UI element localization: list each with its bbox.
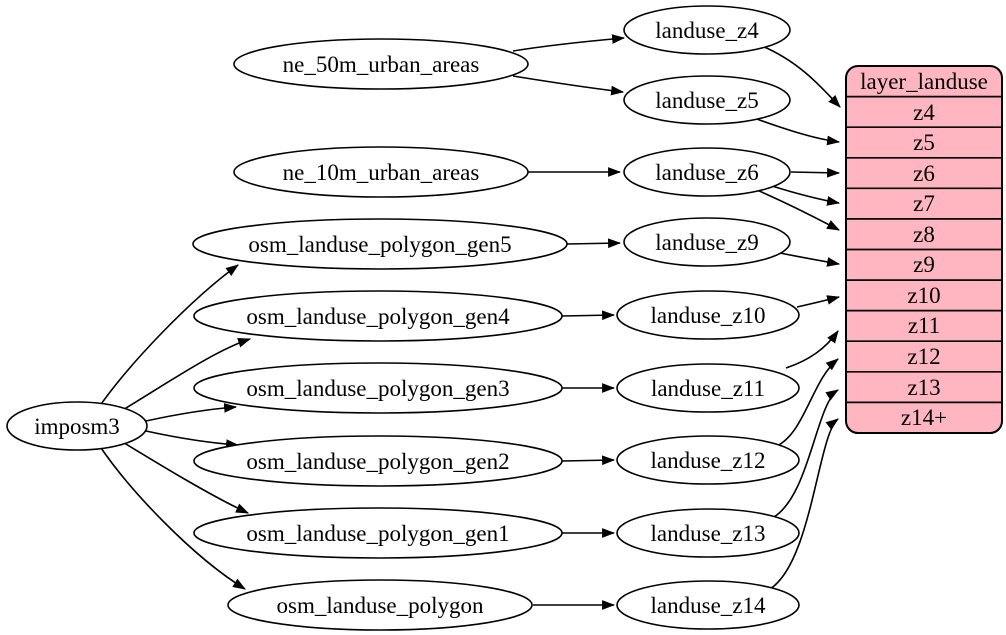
- node-osm_landuse_polygon_gen4-shape: [193, 290, 563, 342]
- table-title: layer_landuse: [860, 69, 988, 94]
- edge-landuse_z5-to-row-z5: [753, 117, 841, 146]
- table-row-z12: z12: [907, 344, 940, 369]
- edge-landuse_z10-to-row-z10: [796, 295, 841, 308]
- node-osm_landuse_polygon_gen1: osm_landuse_polygon_gen1: [193, 507, 563, 559]
- node-ne_10m_urban_areas: ne_10m_urban_areas: [233, 146, 529, 198]
- node-ne_50m_urban_areas: ne_50m_urban_areas: [233, 38, 529, 90]
- edge-landuse_z6-to-row-z7: [771, 185, 841, 206]
- node-landuse_z11-label: landuse_z11: [651, 376, 765, 401]
- node-landuse_z6-label: landuse_z6: [655, 160, 758, 185]
- node-landuse_z13-shape: [616, 508, 800, 558]
- edge-landuse_z12-to-row-z12: [776, 358, 839, 447]
- node-osm_landuse_polygon: osm_landuse_polygon: [227, 579, 533, 631]
- node-osm_landuse_polygon_gen3: osm_landuse_polygon_gen3: [193, 362, 563, 414]
- node-ne_10m_urban_areas-shape: [233, 146, 529, 198]
- edge-osm_landuse_polygon_gen2-to-landuse_z12: [561, 455, 616, 466]
- node-ne_50m_urban_areas-shape: [233, 38, 529, 90]
- node-landuse_z12-shape: [616, 435, 800, 485]
- table-row-z6: z6: [913, 161, 935, 186]
- table-row-z14plus: z14+: [901, 405, 947, 430]
- table-row-z7: z7: [913, 191, 935, 216]
- table-row-z10: z10: [907, 283, 940, 308]
- node-landuse_z14-shape: [616, 580, 800, 630]
- node-osm_landuse_polygon_gen3-shape: [193, 362, 563, 414]
- edge-osm_landuse_polygon_gen4-to-landuse_z10: [561, 310, 616, 321]
- edge-imposm3-to-osm_landuse_polygon_gen4: [120, 338, 252, 412]
- node-landuse_z12: landuse_z12: [616, 435, 800, 485]
- node-landuse_z11: landuse_z11: [616, 363, 800, 413]
- node-osm_landuse_polygon_gen5: osm_landuse_polygon_gen5: [192, 218, 568, 270]
- table-row-z4: z4: [913, 100, 935, 125]
- edge-landuse_z9-to-row-z9: [779, 252, 841, 267]
- node-osm_landuse_polygon_gen5-shape: [192, 218, 568, 270]
- node-landuse_z5-label: landuse_z5: [655, 88, 758, 113]
- node-landuse_z12-label: landuse_z12: [651, 448, 766, 473]
- edge-landuse_z4-to-row-z4: [761, 45, 841, 108]
- node-osm_landuse_polygon_gen2-shape: [193, 435, 563, 487]
- table-row-z9: z9: [913, 252, 935, 277]
- edge-imposm3-to-osm_landuse_polygon_gen5: [98, 264, 239, 408]
- node-osm_landuse_polygon-shape: [227, 579, 533, 631]
- table-row-z8: z8: [913, 222, 935, 247]
- node-imposm3: imposm3: [6, 401, 148, 451]
- node-landuse_z10-shape: [616, 290, 800, 340]
- node-ne_10m_urban_areas-label: ne_10m_urban_areas: [283, 160, 480, 185]
- edge-imposm3-to-osm_landuse_polygon_gen3: [145, 403, 238, 422]
- edge-landuse_z13-to-row-z13: [773, 389, 839, 518]
- edge-imposm3-to-osm_landuse_polygon_gen1: [120, 440, 249, 514]
- node-imposm3-label: imposm3: [34, 414, 120, 439]
- node-osm_landuse_polygon_gen1-shape: [193, 507, 563, 559]
- node-landuse_z10-label: landuse_z10: [651, 303, 766, 328]
- edge-osm_landuse_polygon_gen5-to-landuse_z9: [566, 238, 622, 249]
- node-osm_landuse_polygon_gen5-label: osm_landuse_polygon_gen5: [248, 232, 511, 257]
- node-landuse_z13: landuse_z13: [616, 508, 800, 558]
- node-landuse_z9-shape: [623, 217, 791, 267]
- table-row-z11: z11: [908, 313, 940, 338]
- node-landuse_z10: landuse_z10: [616, 290, 800, 340]
- node-landuse_z11-shape: [616, 363, 800, 413]
- node-landuse_z14-label: landuse_z14: [651, 593, 766, 618]
- edges-layer: [98, 34, 841, 610]
- table-layer-landuse: layer_landuse z4 z5 z6 z7 z8 z9 z10 z11 …: [845, 65, 1003, 434]
- node-imposm3-shape: [6, 401, 148, 451]
- node-landuse_z4-label: landuse_z4: [655, 18, 759, 43]
- node-landuse_z5: landuse_z5: [623, 75, 791, 125]
- node-ne_50m_urban_areas-label: ne_50m_urban_areas: [283, 52, 480, 77]
- node-osm_landuse_polygon_gen1-label: osm_landuse_polygon_gen1: [246, 521, 509, 546]
- node-landuse_z13-label: landuse_z13: [651, 521, 766, 546]
- node-osm_landuse_polygon_gen2: osm_landuse_polygon_gen2: [193, 435, 563, 487]
- node-osm_landuse_polygon_gen4-label: osm_landuse_polygon_gen4: [246, 304, 510, 329]
- edge-imposm3-to-osm_landuse_polygon: [98, 444, 246, 590]
- nodes-layer: imposm3 ne_50m_urban_areas ne_10m_urban_…: [6, 5, 800, 631]
- edge-landuse_z11-to-row-z11: [785, 330, 839, 369]
- edge-landuse_z6-to-row-z6: [790, 167, 841, 178]
- edge-imposm3-to-osm_landuse_polygon_gen2: [145, 430, 240, 450]
- table-row-z13: z13: [907, 375, 940, 400]
- node-landuse_z6: landuse_z6: [623, 147, 791, 197]
- node-landuse_z9-label: landuse_z9: [655, 230, 758, 255]
- node-osm_landuse_polygon_gen4: osm_landuse_polygon_gen4: [193, 290, 563, 342]
- node-landuse_z14: landuse_z14: [616, 580, 800, 630]
- edge-landuse_z14-to-row-z14plus: [769, 418, 839, 590]
- node-landuse_z6-shape: [623, 147, 791, 197]
- node-landuse_z9: landuse_z9: [623, 217, 791, 267]
- edge-landuse_z6-to-row-z8: [756, 189, 840, 231]
- node-landuse_z4-shape: [623, 5, 791, 55]
- node-osm_landuse_polygon_gen2-label: osm_landuse_polygon_gen2: [246, 449, 509, 474]
- node-landuse_z5-shape: [623, 75, 791, 125]
- table-row-z5: z5: [913, 130, 935, 155]
- edge-ne_50m_urban_areas-to-landuse_z4: [512, 34, 626, 52]
- node-osm_landuse_polygon_gen3-label: osm_landuse_polygon_gen3: [246, 376, 509, 401]
- node-osm_landuse_polygon-label: osm_landuse_polygon: [277, 593, 484, 618]
- edge-ne_50m_urban_areas-to-landuse_z5: [512, 75, 625, 96]
- node-landuse_z4: landuse_z4: [623, 5, 791, 55]
